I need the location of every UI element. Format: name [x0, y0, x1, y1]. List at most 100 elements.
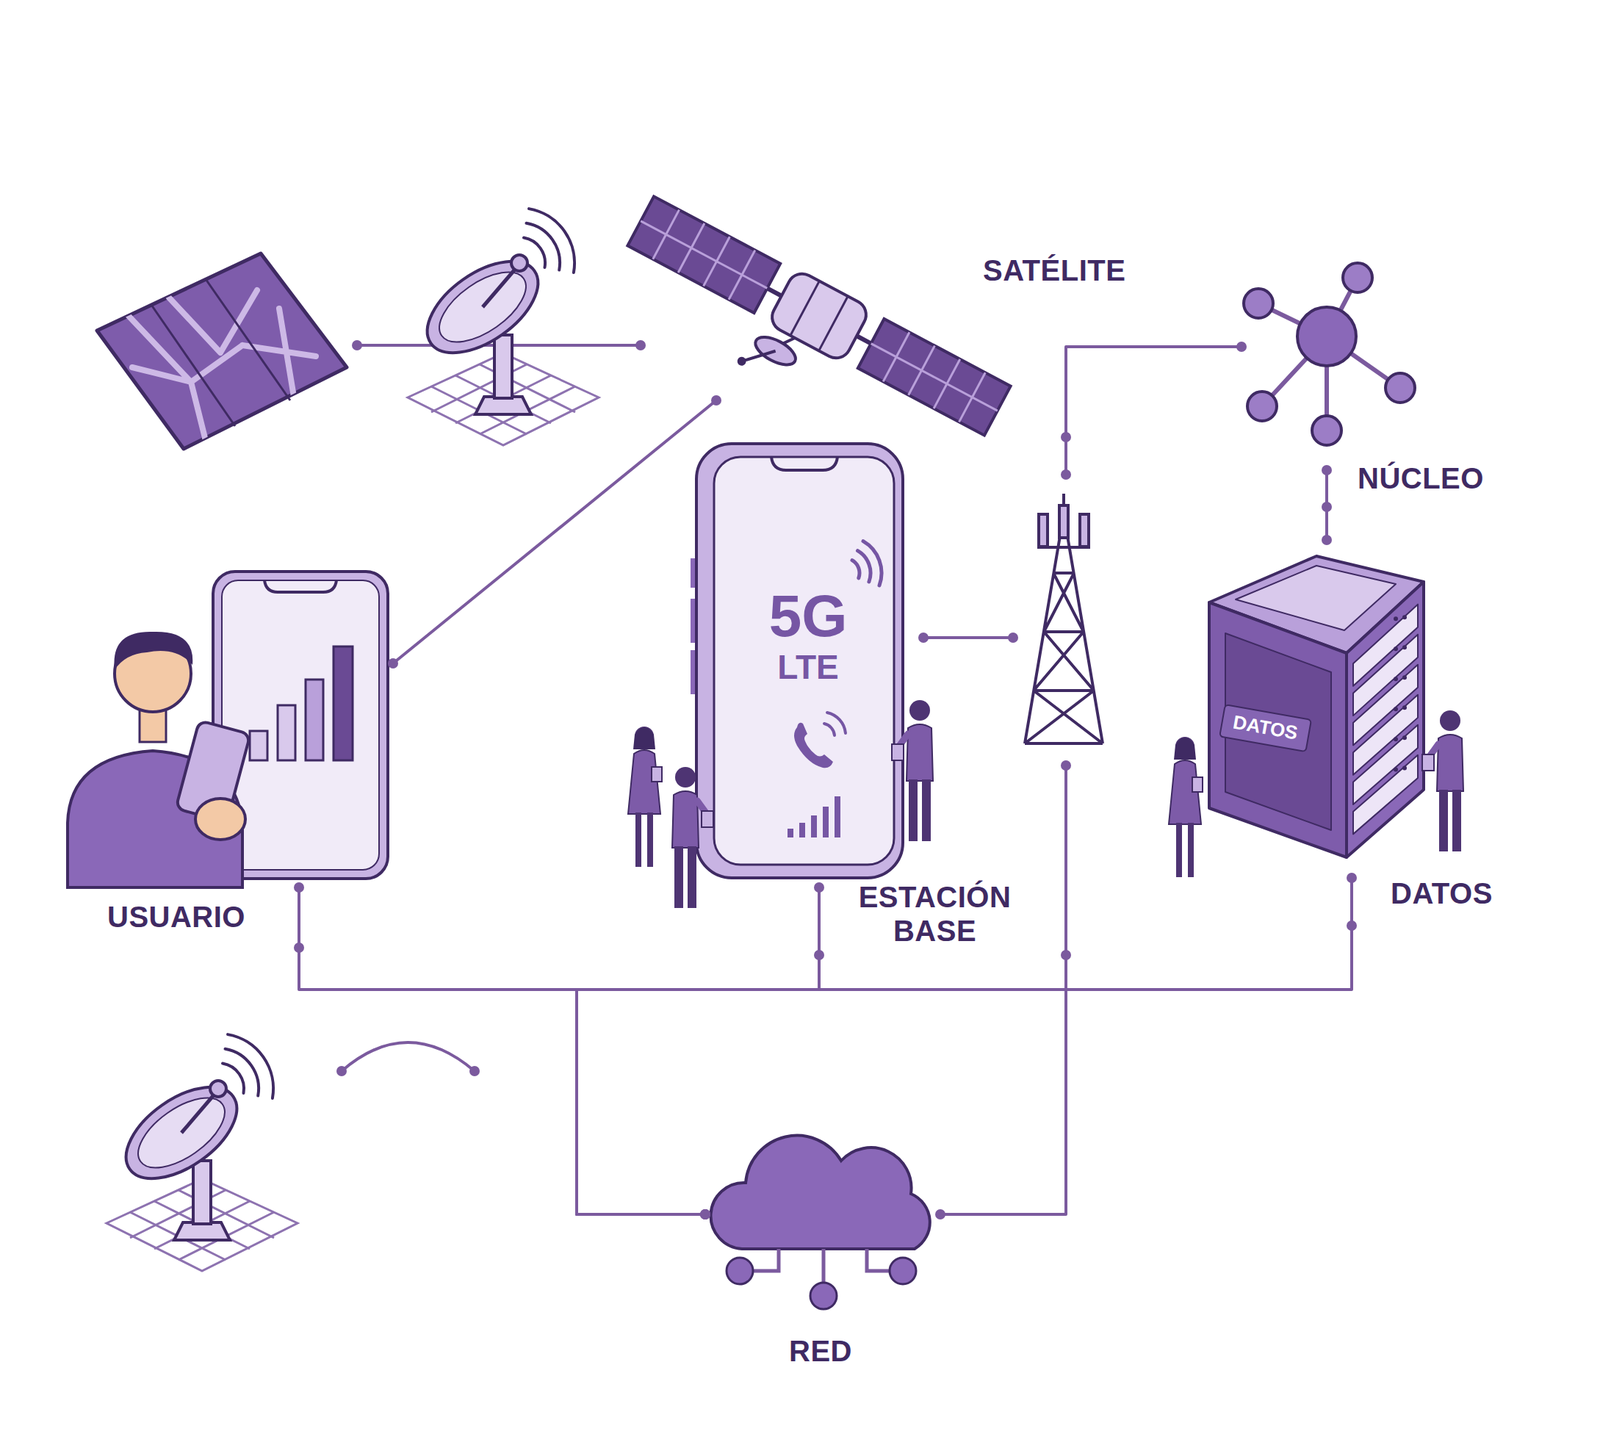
person-figure: [672, 766, 714, 908]
satellite-icon: [627, 196, 781, 313]
connector-dot: [813, 949, 825, 961]
cell-tower: [1059, 505, 1069, 538]
link-wire: [293, 882, 305, 893]
person-figure: [891, 700, 933, 842]
cell-tower: [1024, 514, 1103, 744]
connector-dot: [1060, 949, 1072, 961]
core-network-icon: [1297, 307, 1357, 366]
data-server: [1209, 556, 1424, 858]
cloud-network-icon: [810, 1282, 837, 1310]
connector-dot: [700, 1209, 711, 1220]
link-wire: [918, 632, 1019, 643]
core-network-icon: [1258, 277, 1401, 431]
core-network-icon: [1243, 288, 1274, 319]
signal-arc: [336, 1042, 480, 1077]
node-label: NÚCLEO: [1357, 461, 1484, 496]
link-wire: [813, 882, 825, 893]
data-server: [1402, 644, 1407, 650]
user-figure: [113, 631, 193, 670]
link-wire: [1064, 765, 1068, 956]
satellite-icon: [858, 318, 1011, 436]
base-station-phone: [822, 806, 829, 838]
link-wire: [1325, 470, 1329, 507]
user-phone: [333, 646, 353, 761]
link-wire: [1346, 872, 1357, 884]
user-node: USUARIO: [62, 565, 394, 948]
link-wire: [923, 636, 1014, 640]
core-network-icon: [1243, 262, 1415, 446]
connector-line: [576, 925, 1352, 1215]
satellite-icon: [627, 196, 781, 313]
screen-text: 5G LTE: [749, 584, 867, 687]
cloud-network-icon: [711, 1135, 931, 1310]
map-icon: [151, 279, 291, 427]
cell-tower: [1079, 514, 1089, 547]
base-station-node: 5G LTEESTACIÓN BASE: [617, 437, 1124, 956]
core-network-icon: [1247, 391, 1277, 421]
link-wire: [1350, 877, 1354, 926]
node-label: SATÉLITE: [982, 253, 1126, 288]
signal-arc: [341, 1042, 475, 1072]
connector-line: [393, 400, 717, 664]
cell-tower: [1024, 493, 1103, 744]
link-wire: [1321, 465, 1332, 476]
base-station-phone: [787, 828, 794, 838]
connector-dot: [1321, 534, 1332, 546]
data-server: [1402, 675, 1407, 680]
connector-dot: [1346, 920, 1357, 931]
link-wire: [1060, 760, 1072, 771]
base-station-phone: [852, 541, 882, 586]
data-server: [1353, 755, 1418, 835]
map-icon: [96, 253, 347, 449]
connector-dot: [700, 1209, 711, 1220]
core-network-icon: [1385, 373, 1415, 403]
data-node: DATOS DATOS: [1153, 539, 1514, 926]
user-figure: [67, 631, 251, 888]
link-wire: [1060, 469, 1072, 480]
node-label: DATOS: [1390, 876, 1493, 911]
link-wire: [635, 340, 646, 351]
link-wire: [918, 632, 929, 643]
connector-line: [576, 955, 820, 1215]
data-server: [1209, 602, 1347, 858]
base-station-phone: [714, 456, 895, 865]
connector-dot: [711, 395, 722, 406]
person-figure: [1168, 736, 1203, 878]
data-server: [1393, 676, 1398, 681]
link-wire: [1007, 632, 1019, 643]
satellite-icon: [743, 340, 776, 372]
link-wire: [817, 887, 821, 956]
user-figure: [195, 798, 246, 840]
cloud-network-icon: [889, 1257, 917, 1285]
cloud-network-icon: [752, 1248, 890, 1283]
base-station-phone: [771, 456, 838, 471]
link-wire: [297, 887, 301, 948]
connector-line: [940, 955, 1066, 1215]
server-tag: DATOS: [1218, 703, 1313, 753]
node-label: RED: [788, 1334, 853, 1368]
data-server: [1402, 735, 1407, 740]
data-server: [1402, 765, 1407, 770]
cell-tower: [1038, 514, 1048, 547]
satellite-icon: [790, 281, 848, 352]
connector-dot: [1236, 341, 1247, 352]
link-wire: [1064, 437, 1068, 475]
connector-dot: [387, 658, 399, 669]
data-server: [1393, 706, 1398, 712]
core-network-icon: [1342, 262, 1373, 293]
connector-dot: [293, 942, 305, 953]
data-server: [1353, 604, 1418, 835]
satellite-icon: [736, 355, 748, 368]
user-phone: [305, 679, 324, 761]
dish-antenna: [106, 1034, 298, 1271]
link-wire: [351, 340, 363, 351]
base-station-phone: [794, 722, 834, 769]
cloud-network-icon: [726, 1257, 753, 1285]
link-wire: [293, 437, 1357, 956]
user-phone: [249, 730, 268, 761]
signal-arc: [469, 1065, 480, 1077]
base-station-phone: [696, 443, 903, 878]
satellite-icon: [751, 331, 800, 371]
